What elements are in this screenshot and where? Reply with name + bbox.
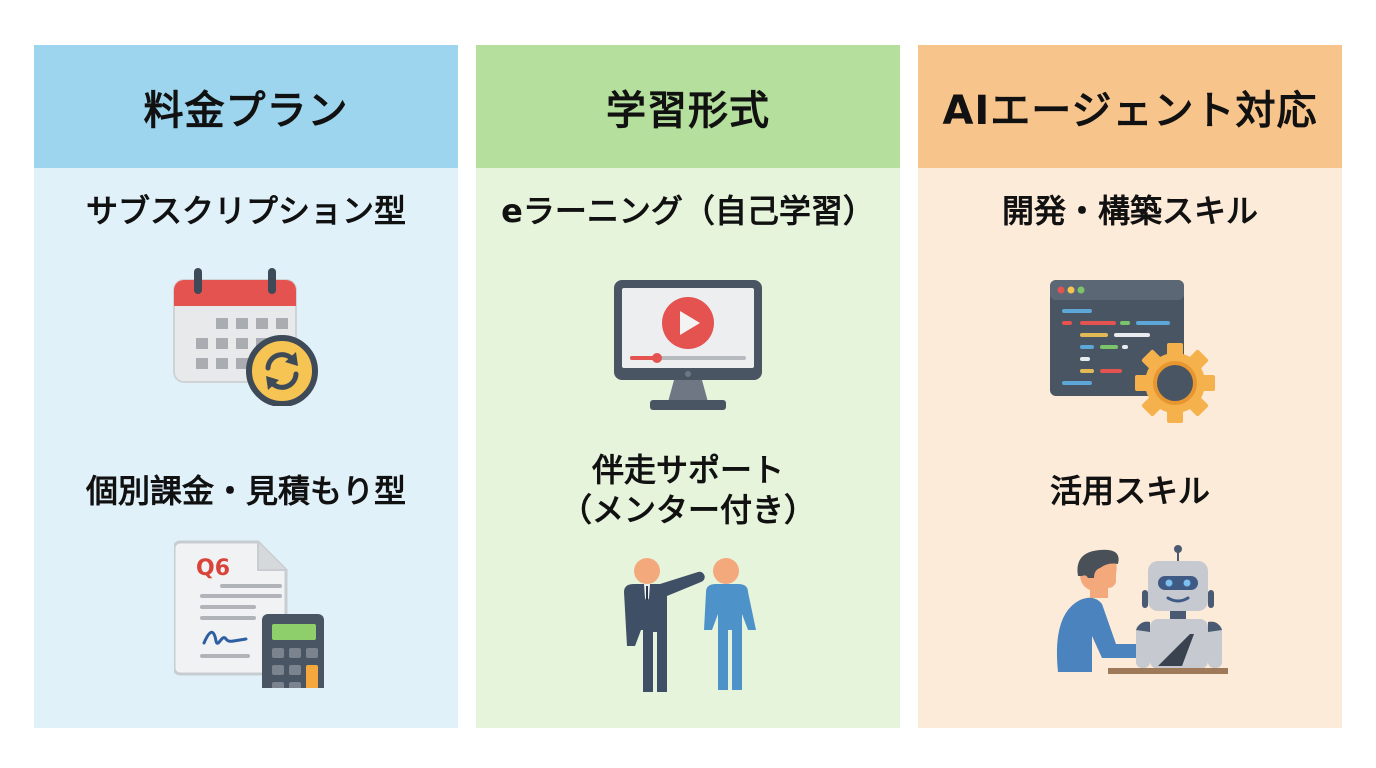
panel-header: 学習形式 bbox=[476, 45, 900, 168]
panel-body: 開発・構築スキル bbox=[918, 168, 1342, 728]
panel-body: eラーニング（自己学習） 伴走サポート （メンター付き） bbox=[476, 168, 900, 728]
item-label-usage-skill: 活用スキル bbox=[1049, 472, 1210, 510]
panel-title: 学習形式 bbox=[606, 87, 770, 134]
human-robot-icon bbox=[1056, 545, 1228, 674]
item-label-dev-skill: 開発・構築スキル bbox=[1001, 192, 1258, 230]
panel-body: サブスクリプション型 個別課金・見積もり型 Q6 bbox=[34, 168, 458, 728]
panel-ai-agent: AIエージェント対応 開発・構築スキル bbox=[918, 45, 1342, 728]
panel-pricing-plan: 料金プラン サブスクリプション型 個別課金・見積もり型 Q6 bbox=[34, 45, 458, 728]
panel-header: 料金プラン bbox=[34, 45, 458, 168]
quote-calculator-icon: Q6 bbox=[174, 540, 324, 688]
panel-title: AIエージェント対応 bbox=[942, 87, 1318, 134]
item-label-individual-quote: 個別課金・見積もり型 bbox=[85, 472, 406, 510]
panel-title: 料金プラン bbox=[143, 87, 349, 134]
mentor-people-icon bbox=[624, 558, 756, 692]
panel-learning-format: 学習形式 eラーニング（自己学習） 伴走サポート （メンター付き） bbox=[476, 45, 900, 728]
svg-text:Q6: Q6 bbox=[196, 556, 230, 581]
video-monitor-icon bbox=[614, 280, 762, 410]
item-label-elearning: eラーニング（自己学習） bbox=[501, 192, 875, 230]
calendar-refresh-icon bbox=[173, 268, 318, 406]
panel-header: AIエージェント対応 bbox=[918, 45, 1342, 168]
code-gear-icon bbox=[1050, 280, 1215, 423]
item-label-mentor-line2: （メンター付き） bbox=[559, 491, 816, 529]
item-label-mentor-line1: 伴走サポート bbox=[591, 451, 784, 489]
item-label-subscription: サブスクリプション型 bbox=[85, 192, 406, 230]
